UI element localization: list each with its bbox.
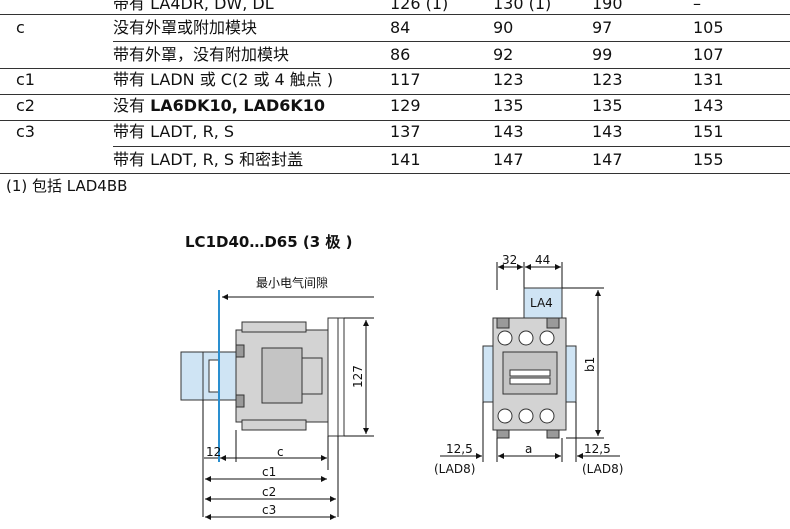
row-desc: 带有 LADN 或 C(2 或 4 触点 ): [113, 70, 334, 89]
row-value: 117: [390, 70, 421, 89]
dim-32-label: 32: [502, 253, 517, 267]
row-desc: 没有 LA6DK10, LAD6K10: [113, 92, 325, 119]
side-view: 最小电气间隙 127 12 c c1 c2 c3: [180, 275, 374, 520]
right-offset-note: (LAD8): [582, 462, 623, 476]
row-value: 86: [390, 45, 411, 64]
dim-a-label: a: [525, 442, 532, 456]
side-rail: [327, 317, 339, 437]
table-row: c3 带有 LADT, R, S 137 143 143 151: [0, 118, 790, 145]
row-code: c3: [16, 122, 35, 141]
side-module: [180, 351, 204, 401]
row-value: 99: [592, 45, 613, 64]
row-value: 129: [390, 96, 421, 115]
terminal-screw: [518, 408, 534, 424]
row-code: c1: [16, 70, 35, 89]
table-row: 带有 LADT, R, S 和密封盖 141 147 147 155: [0, 146, 790, 173]
side-rail-back: [337, 317, 345, 437]
row-code: c: [16, 18, 25, 37]
row-value: 105: [693, 18, 724, 37]
table-row: 带有 LA4DR, DW, DL 126 (1) 130 (1) 190 –: [0, 0, 790, 17]
right-offset-label: 12,5: [584, 442, 611, 456]
table-footnote: (1) 包括 LAD4BB: [6, 177, 128, 195]
row-value: 130 (1): [493, 0, 552, 13]
side-terminal: [235, 344, 245, 358]
table-divider: [0, 68, 790, 69]
row-value: 143: [592, 122, 623, 141]
row-desc: 带有 LA4DR, DW, DL: [113, 0, 274, 13]
row-value: 90: [493, 18, 514, 37]
row-desc-plain: 没有: [113, 96, 151, 115]
row-desc: 带有 LADT, R, S 和密封盖: [113, 150, 304, 169]
row-value: 147: [493, 150, 524, 169]
table-divider: [0, 94, 790, 95]
table-row: c1 带有 LADN 或 C(2 或 4 触点 ) 117 123 123 13…: [0, 66, 790, 93]
row-value: 123: [493, 70, 524, 89]
row-value: 147: [592, 150, 623, 169]
row-value: 123: [592, 70, 623, 89]
table-row: c 没有外罩或附加模块 84 90 97 105: [0, 14, 790, 41]
row-value: 107: [693, 45, 724, 64]
front-top-tab: [496, 317, 510, 329]
row-value: 92: [493, 45, 514, 64]
table-divider: [0, 173, 790, 174]
dim-c2-label: c2: [262, 485, 276, 499]
dim-b1-label: b1: [583, 357, 597, 372]
side-inner: [261, 347, 303, 404]
row-value: 143: [493, 122, 524, 141]
left-offset-note: (LAD8): [434, 462, 475, 476]
terminal-screw: [497, 408, 513, 424]
row-value: 131: [693, 70, 724, 89]
row-value: 143: [693, 96, 724, 115]
row-code: c2: [16, 96, 35, 115]
row-value: 84: [390, 18, 411, 37]
row-value: 155: [693, 150, 724, 169]
dim-c1-label: c1: [262, 465, 276, 479]
terminal-screw: [539, 408, 555, 424]
drawing-title: LC1D40…D65 (3 极 ): [185, 233, 353, 251]
side-body-bottom: [241, 419, 307, 431]
row-value: 135: [592, 96, 623, 115]
row-value: 141: [390, 150, 421, 169]
row-value: 137: [390, 122, 421, 141]
side-body-top: [241, 321, 307, 333]
front-slider: [509, 377, 551, 385]
row-value: 135: [493, 96, 524, 115]
row-desc: 没有外罩或附加模块: [113, 18, 258, 37]
terminal-screw: [539, 330, 555, 346]
front-bottom-tab: [496, 429, 510, 439]
row-value: 126 (1): [390, 0, 449, 13]
table-divider: [0, 14, 790, 15]
front-view: 32 44 LA4 b1 12,5 (LAD8): [434, 253, 623, 476]
dim-c3-label: c3: [262, 503, 276, 517]
row-desc: 带有 LADT, R, S: [113, 122, 235, 141]
dim-44-label: 44: [535, 253, 550, 267]
row-value: 190: [592, 0, 623, 13]
front-bottom-tab: [546, 429, 560, 439]
front-top-tab: [546, 317, 560, 329]
table-row: c2 没有 LA6DK10, LAD6K10 129 135 135 143: [0, 92, 790, 119]
row-desc: 带有外罩，没有附加模块: [113, 45, 290, 64]
side-coil: [301, 357, 323, 395]
clearance-label: 最小电气间隙: [256, 275, 328, 290]
table-divider: [113, 146, 790, 147]
row-desc-bold: LA6DK10, LAD6K10: [150, 96, 326, 115]
left-offset-label: 12,5: [446, 442, 473, 456]
side-module-slot: [208, 359, 220, 393]
side-terminal: [235, 394, 245, 408]
dim-12-label: 12: [206, 445, 221, 459]
terminal-screw: [497, 330, 513, 346]
row-value: –: [693, 0, 701, 13]
row-value: 97: [592, 18, 613, 37]
table-row: 带有外罩，没有附加模块 86 92 99 107: [0, 41, 790, 68]
dim-c-label: c: [277, 445, 284, 459]
terminal-screw: [518, 330, 534, 346]
row-value: 151: [693, 122, 724, 141]
height-label: 127: [351, 365, 365, 388]
front-slider: [509, 369, 551, 377]
la4-label: LA4: [530, 296, 553, 310]
table-divider: [0, 120, 790, 121]
table-divider: [113, 41, 790, 42]
la4-module: [523, 287, 563, 319]
